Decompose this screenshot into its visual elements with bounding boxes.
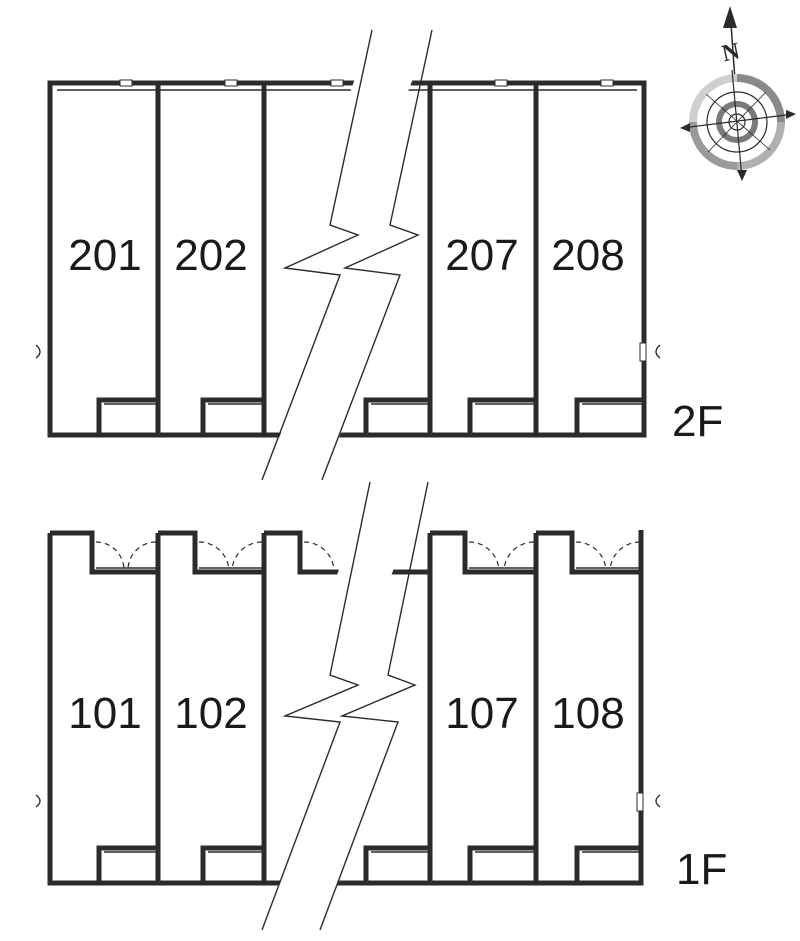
unit-label-108: 108 <box>551 689 624 738</box>
floor-1f-block <box>35 530 661 886</box>
floor-label-2f: 2F <box>672 397 723 446</box>
compass-north-label: N <box>720 38 743 67</box>
unit-label-208: 208 <box>551 231 624 280</box>
floor-2f-block <box>35 79 661 438</box>
floor-label-1f: 1F <box>676 845 727 894</box>
break-line-1f <box>261 481 429 931</box>
break-line-2f <box>261 29 433 481</box>
unit-label-107: 107 <box>445 689 518 738</box>
entrance-recesses-1f <box>96 845 641 883</box>
compass-icon: N <box>680 6 796 181</box>
entrance-recesses-2f <box>96 397 642 435</box>
door-swings-1f <box>95 541 641 571</box>
top-recesses-1f <box>50 530 640 575</box>
unit-label-201: 201 <box>68 231 141 280</box>
unit-label-202: 202 <box>174 231 247 280</box>
unit-label-101: 101 <box>68 689 141 738</box>
unit-label-207: 207 <box>445 231 518 280</box>
unit-label-102: 102 <box>174 689 247 738</box>
